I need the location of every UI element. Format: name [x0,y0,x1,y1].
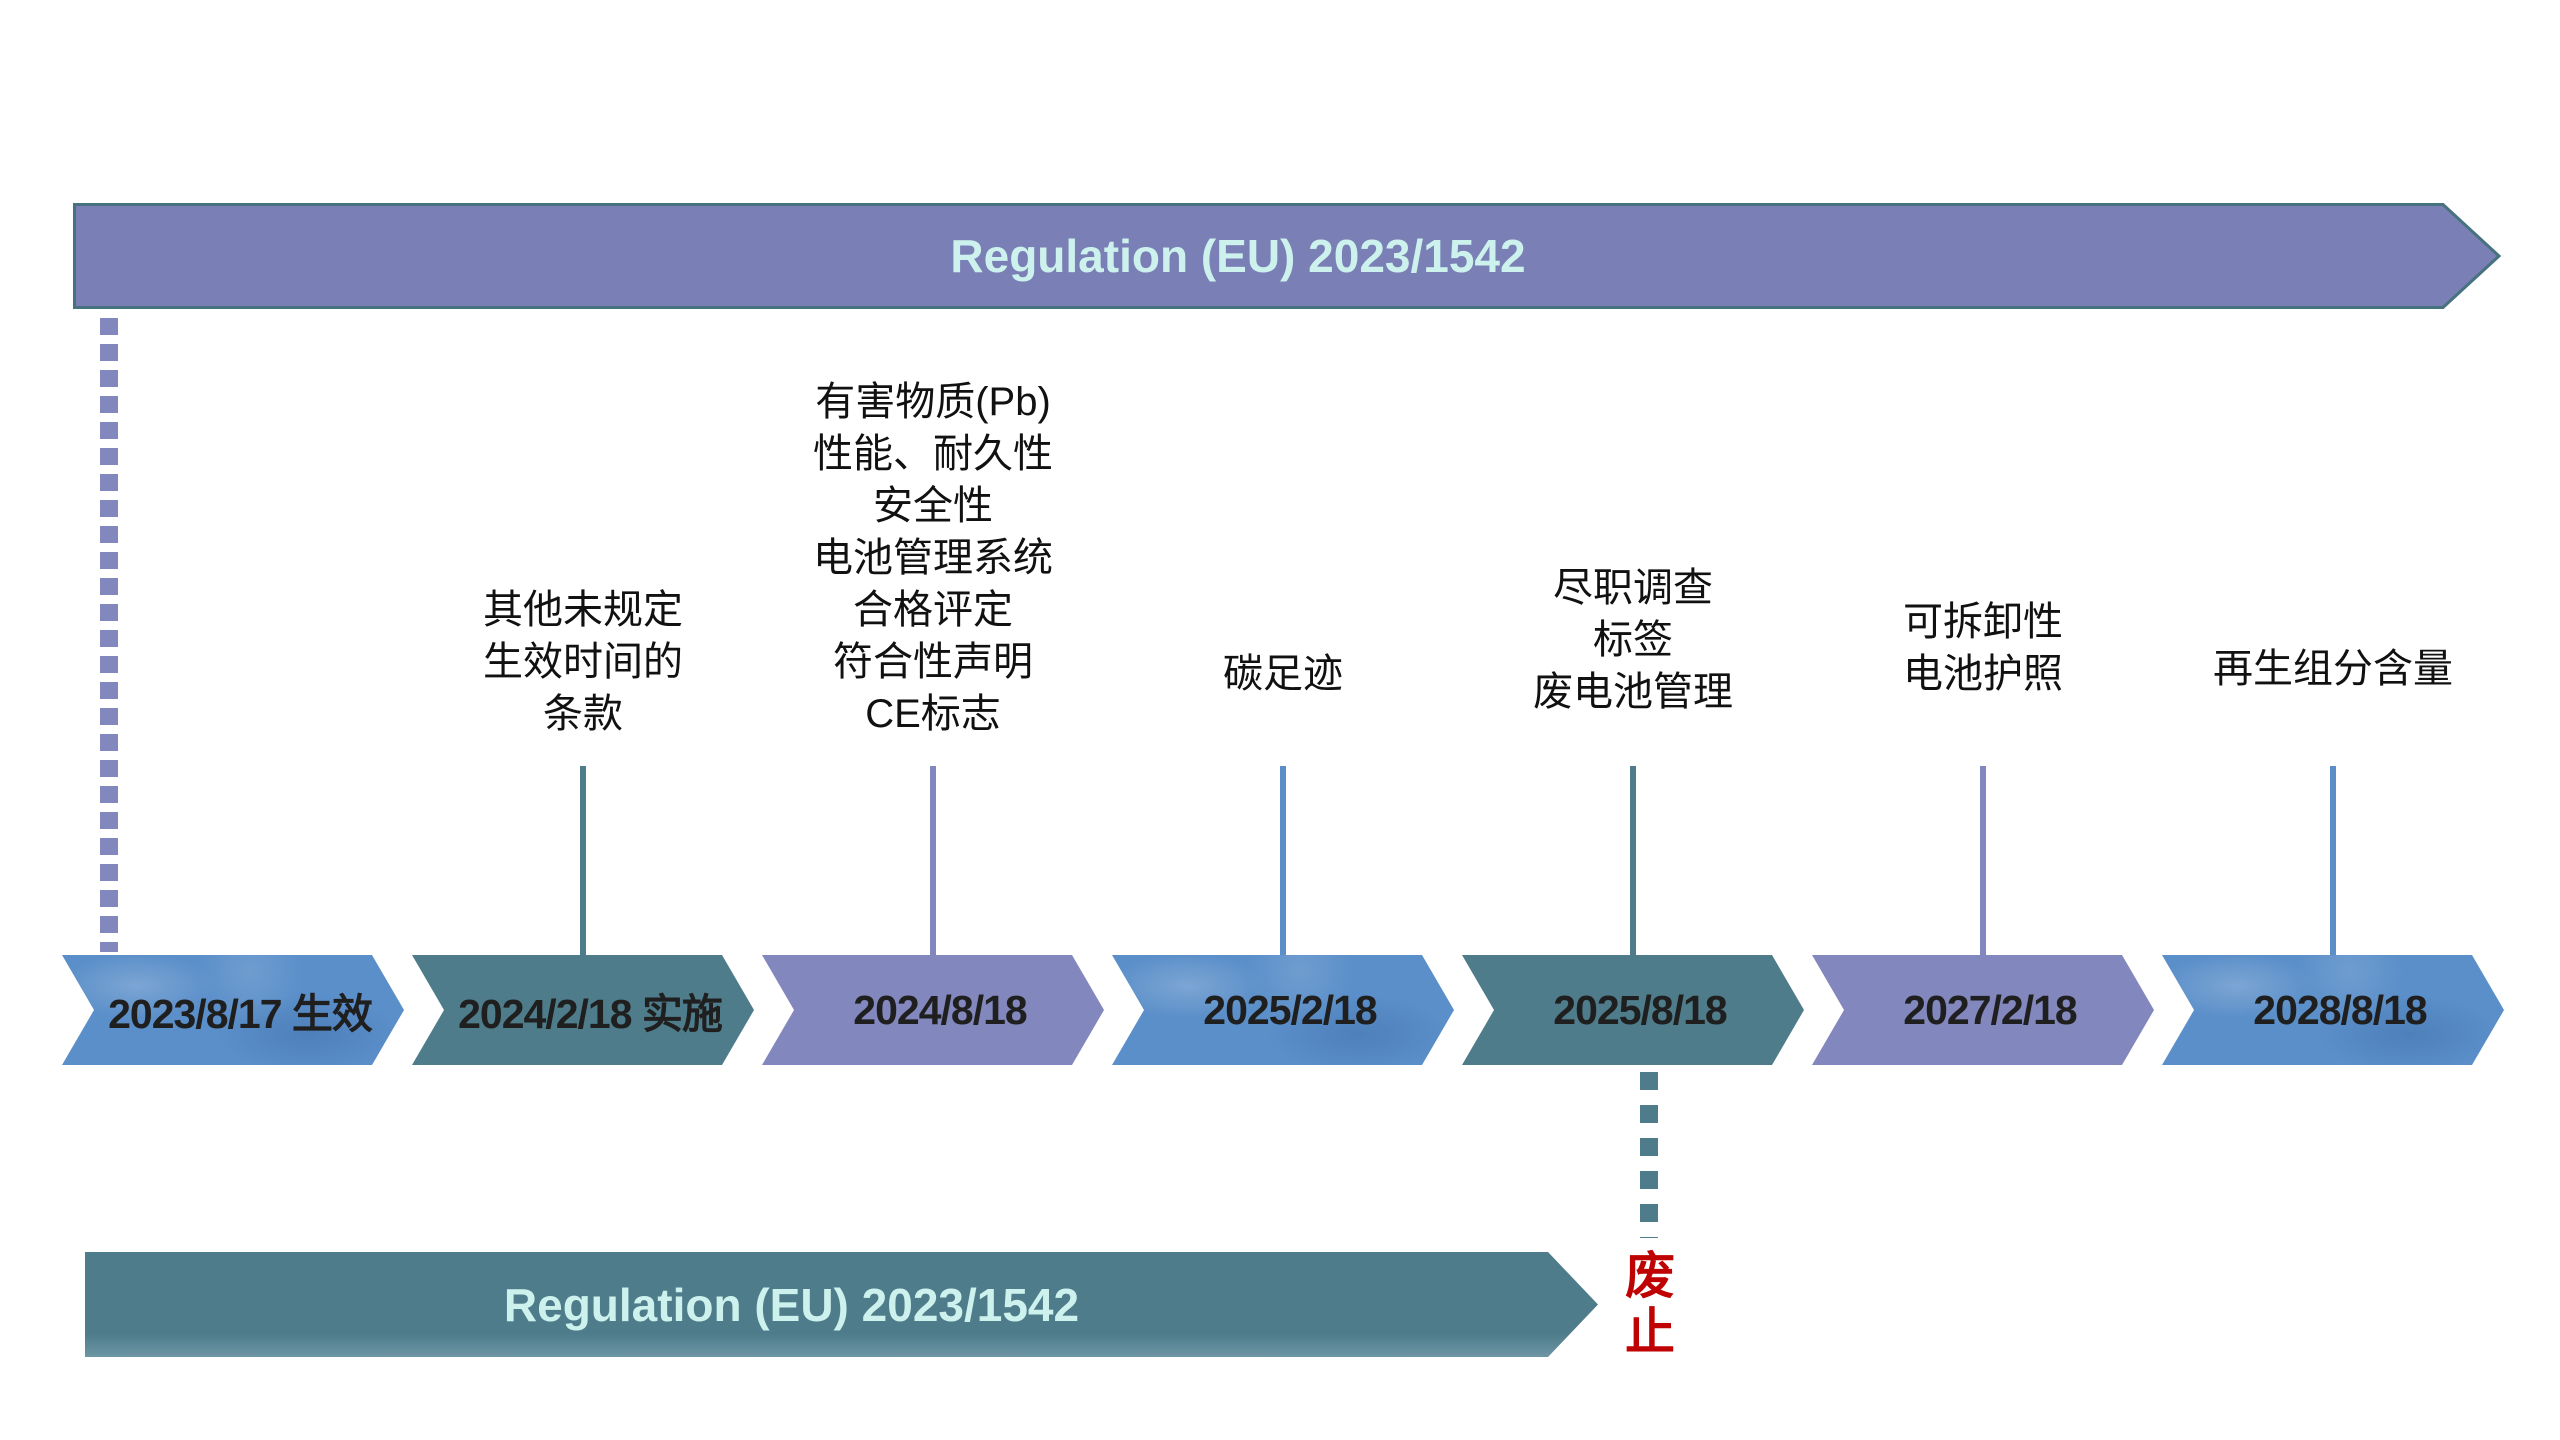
milestone-column: 尽职调查 标签 废电池管理 2025/8/18 [1462,370,1804,1065]
top-banner-title: Regulation (EU) 2023/1542 [950,230,1526,282]
top-regulation-banner: Regulation (EU) 2023/1542 [73,203,2501,309]
bottom-banner-title: Regulation (EU) 2023/1542 [503,1278,1080,1331]
milestone-label: 可拆卸性 电池护照 [1903,600,2063,696]
entry-into-force-dashed-connector [100,318,118,952]
milestone-date: 2027/2/18 [1903,986,2077,1033]
milestone-date-arrow: 2025/2/18 [1112,955,1454,1065]
bottom-regulation-banner: Regulation (EU) 2023/1542 [85,1252,1598,1357]
milestone-date-arrow: 2027/2/18 [1812,955,2154,1065]
milestone-date-arrow: 2028/8/18 [2162,955,2504,1065]
milestone-date: 2024/8/18 [853,986,1027,1033]
milestone-connector-line [1630,766,1636,958]
milestone-connector-line [1280,766,1286,958]
milestone-date-arrow: 2023/8/17 生效 [62,955,404,1065]
repeal-dashed-connector [1640,1072,1658,1238]
milestone-connector-line [930,766,936,958]
milestone-connector-line [1980,766,1986,958]
milestone-date-arrow: 2025/8/18 [1462,955,1804,1065]
milestone-column: 可拆卸性 电池护照 2027/2/18 [1812,370,2154,1065]
milestone-connector-line [580,766,586,958]
milestone-column: 有害物质(Pb) 性能、耐久性 安全性 电池管理系统 合格评定 符合性声明 CE… [762,370,1104,1065]
milestone-column: 其他未规定 生效时间的 条款 2024/2/18 实施 [412,370,754,1065]
milestone-connector-line [2330,766,2336,958]
milestone-label: 有害物质(Pb) 性能、耐久性 安全性 电池管理系统 合格评定 符合性声明 CE… [813,380,1053,736]
milestone-column: 碳足迹 2025/2/18 [1112,370,1454,1065]
milestone-column: 再生组分含量 2028/8/18 [2162,370,2504,1065]
milestone-date: 2024/2/18 实施 [458,991,722,1037]
milestone-date-arrow: 2024/8/18 [762,955,1104,1065]
repeal-label: 废止 [1625,1248,1675,1360]
milestone-label: 再生组分含量 [2213,647,2453,691]
milestone-date: 2023/8/17 生效 [108,991,372,1037]
milestone-label: 尽职调查 标签 废电池管理 [1533,566,1733,714]
milestone-label: 其他未规定 生效时间的 条款 [483,588,683,736]
milestone-date-arrow: 2024/2/18 实施 [412,955,754,1065]
milestone-date: 2025/2/18 [1203,986,1377,1033]
milestone-label: 碳足迹 [1223,652,1343,696]
milestone-date: 2025/8/18 [1553,986,1727,1033]
top-banner-arrow-shape [73,203,2501,309]
milestone-date: 2028/8/18 [2253,986,2427,1033]
milestone-column: 2023/8/17 生效 [62,370,404,1065]
